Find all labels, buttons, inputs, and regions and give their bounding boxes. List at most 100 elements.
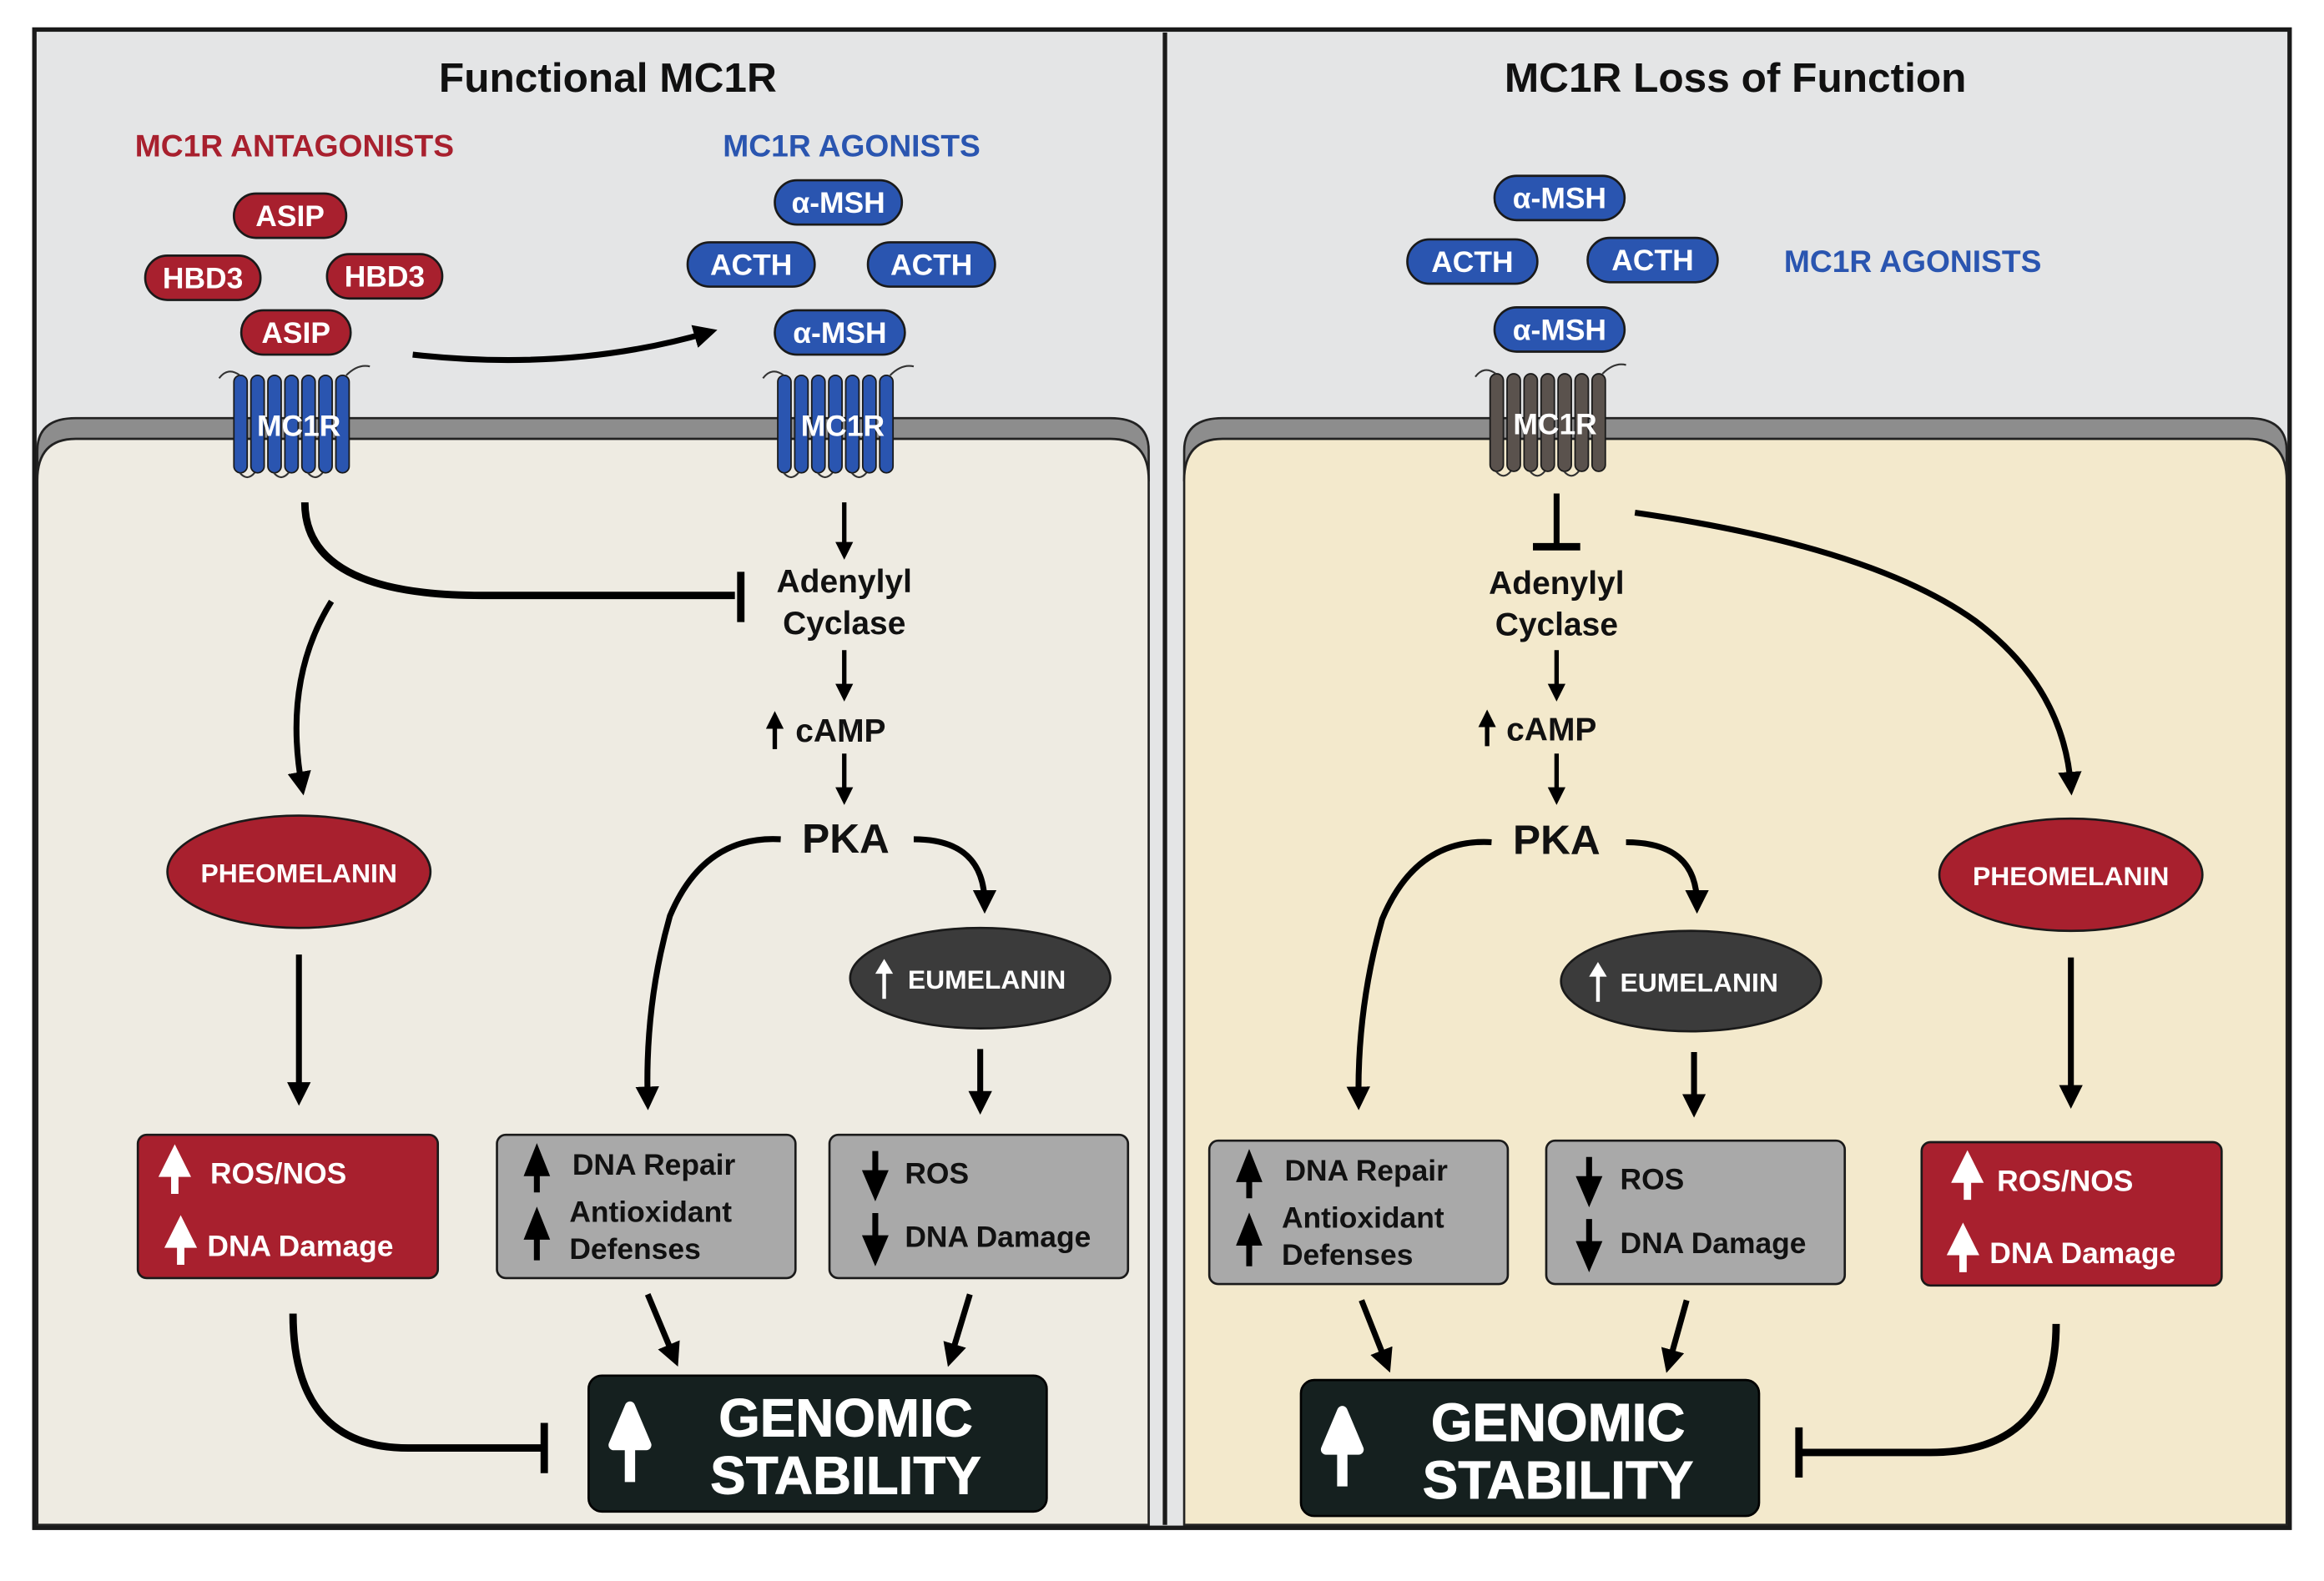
inhibition-line-stability-right (1800, 1323, 2060, 1457)
svg-text:DNA Damage: DNA Damage (905, 1221, 1091, 1254)
right-pheomelanin-node: PHEOMELANIN (1938, 817, 2204, 933)
agonist-amsh-top: α-MSH (774, 179, 904, 226)
svg-text:STABILITY: STABILITY (710, 1446, 981, 1506)
left-title: Functional MC1R (439, 54, 777, 101)
up-arrow-icon (1236, 1212, 1263, 1266)
right-agonists-label: MC1R AGONISTS (1784, 244, 2042, 279)
right-agonist-acth-right: ACTH (1586, 236, 1719, 284)
right-dna-repair-box: DNA Repair Antioxidant Defenses (1207, 1139, 1510, 1286)
mc1r-receptor-agonist-bound: MC1R (762, 365, 915, 479)
svg-text:PHEOMELANIN: PHEOMELANIN (1973, 861, 2169, 891)
svg-text:ACTH: ACTH (1431, 245, 1513, 279)
left-antagonists-label: MC1R ANTAGONISTS (135, 128, 454, 164)
svg-text:MC1R: MC1R (801, 409, 885, 442)
ros-nos-dna-damage-box: ROS/NOS DNA Damage (136, 1133, 440, 1280)
svg-text:ACTH: ACTH (710, 248, 792, 281)
svg-text:EUMELANIN: EUMELANIN (1621, 967, 1778, 997)
antagonist-asip-bound: ASIP (239, 309, 352, 356)
right-pka-to-dna-repair-arrow (1346, 838, 1492, 1110)
genomic-stability-box: GENOMIC STABILITY (587, 1374, 1048, 1513)
eumelanin-node: EUMELANIN (849, 926, 1112, 1030)
svg-text:STABILITY: STABILITY (1423, 1450, 1694, 1510)
left-agonists-label: MC1R AGONISTS (723, 128, 981, 164)
svg-text:Antioxidant: Antioxidant (569, 1196, 732, 1229)
pka-to-dna-repair-arrow (635, 836, 781, 1110)
right-arrow-ros-to-stability (1661, 1299, 1690, 1373)
inhibition-line-left (300, 502, 735, 600)
pheomelanin-node: PHEOMELANIN (166, 814, 432, 929)
svg-text:α-MSH: α-MSH (793, 316, 886, 350)
svg-text:MC1R: MC1R (1513, 408, 1596, 441)
svg-text:HBD3: HBD3 (345, 260, 425, 294)
right-ros-reduction-box: ROS DNA Damage (1545, 1139, 1847, 1286)
svg-text:ROS/NOS: ROS/NOS (1997, 1164, 2133, 1197)
svg-text:EUMELANIN: EUMELANIN (908, 964, 1066, 994)
mc1r-receptor-antagonist-bound: MC1R (218, 365, 371, 479)
right-camp-label: cAMP (1478, 709, 1596, 748)
down-arrow-icon (1575, 1219, 1603, 1272)
up-arrow-icon (1946, 1222, 1979, 1272)
svg-text:ROS: ROS (905, 1157, 969, 1191)
antagonist-to-agonist-arrow (412, 325, 718, 364)
svg-text:ACTH: ACTH (890, 248, 972, 281)
receptor-to-pheomelanin-arrow (1634, 510, 2082, 796)
right-pka-label: PKA (1513, 817, 1601, 864)
down-arrow-icon (861, 1151, 889, 1201)
camp-label: cAMP (765, 711, 886, 749)
arrow-ros-to-stability (943, 1293, 973, 1367)
svg-text:Defenses: Defenses (569, 1232, 700, 1266)
down-arrow-icon (861, 1213, 889, 1266)
agonist-acth-left: ACTH (686, 241, 816, 288)
svg-text:MC1R: MC1R (257, 409, 340, 442)
right-genomic-stability-box: GENOMIC STABILITY (1299, 1378, 1761, 1518)
svg-text:DNA Damage: DNA Damage (207, 1229, 393, 1262)
up-arrow-icon (608, 1401, 652, 1483)
svg-text:ACTH: ACTH (1611, 244, 1693, 277)
right-pka-to-eumelanin-arrow (1626, 838, 1709, 914)
antagonist-hbd3-left: HBD3 (144, 254, 262, 301)
right-agonist-acth-left: ACTH (1406, 238, 1539, 285)
agonist-amsh-bound: α-MSH (774, 309, 906, 356)
right-eumelanin-node: EUMELANIN (1560, 929, 1822, 1033)
dna-repair-box: DNA Repair Antioxidant Defenses (496, 1133, 797, 1280)
right-cyclase-label: Cyclase (1495, 607, 1618, 643)
svg-text:cAMP: cAMP (795, 713, 885, 749)
antagonist-hbd3-right: HBD3 (325, 253, 444, 300)
arrow-to-pheomelanin (287, 599, 335, 796)
pka-to-eumelanin-arrow (913, 836, 997, 914)
arrow-repair-to-stability (644, 1293, 680, 1367)
up-arrow-icon (1236, 1149, 1263, 1199)
svg-text:DNA Repair: DNA Repair (572, 1148, 736, 1181)
svg-text:cAMP: cAMP (1506, 712, 1596, 748)
right-agonist-amsh-top: α-MSH (1493, 174, 1626, 222)
cyclase-label: Cyclase (783, 606, 905, 642)
svg-text:ASIP: ASIP (255, 199, 325, 233)
svg-text:PHEOMELANIN: PHEOMELANIN (201, 858, 397, 888)
svg-text:ROS/NOS: ROS/NOS (210, 1157, 346, 1191)
svg-text:HBD3: HBD3 (163, 261, 243, 295)
mc1r-receptor-loss-of-function: MC1R (1474, 363, 1627, 477)
right-arrow-repair-to-stability (1359, 1299, 1393, 1373)
up-arrow-icon (523, 1143, 551, 1193)
adenylyl-label: Adenylyl (777, 564, 912, 600)
svg-text:GENOMIC: GENOMIC (718, 1387, 973, 1448)
right-ros-nos-dna-damage-box: ROS/NOS DNA Damage (1920, 1140, 2223, 1287)
svg-text:GENOMIC: GENOMIC (1431, 1392, 1686, 1453)
inhibition-line-stability-left (289, 1313, 542, 1453)
svg-text:DNA Damage: DNA Damage (1621, 1226, 1807, 1260)
up-arrow-icon (523, 1206, 551, 1261)
agonist-acth-right: ACTH (866, 241, 996, 288)
svg-text:α-MSH: α-MSH (1513, 313, 1606, 346)
up-arrow-icon (158, 1144, 192, 1194)
svg-text:DNA Repair: DNA Repair (1284, 1154, 1448, 1187)
right-adenylyl-label: Adenylyl (1489, 566, 1624, 602)
up-arrow-icon (1320, 1406, 1364, 1487)
right-panel: MC1R Loss of Function MC1R AGONISTS α-MS… (1182, 54, 2288, 1527)
right-title: MC1R Loss of Function (1505, 54, 1967, 101)
pka-label: PKA (802, 815, 890, 862)
svg-text:ROS: ROS (1621, 1163, 1685, 1196)
svg-text:α-MSH: α-MSH (792, 186, 885, 219)
up-arrow-icon (1951, 1150, 1984, 1201)
right-agonist-amsh-bound: α-MSH (1493, 306, 1626, 353)
